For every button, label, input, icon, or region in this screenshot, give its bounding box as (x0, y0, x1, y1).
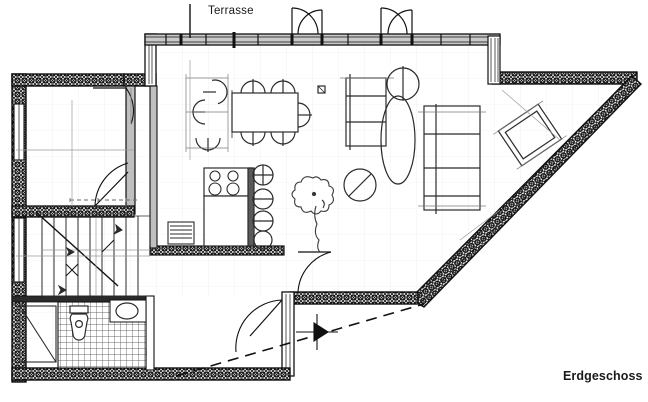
toilet (69, 305, 89, 341)
exterior-wall-northwest (11, 73, 157, 87)
angled-cabinet (493, 100, 567, 170)
round-side-table-top (386, 66, 420, 101)
roof-overhang-dashed (175, 303, 425, 377)
interior-wall-garage-south (11, 205, 135, 218)
dining-table (231, 90, 299, 138)
cooktop (208, 170, 240, 196)
floor-field (18, 36, 637, 380)
construction-guides (16, 60, 561, 296)
exterior-wall-north-terrace (144, 32, 501, 48)
kitchen-counter (203, 167, 255, 247)
exterior-wall-south-jog (281, 291, 295, 377)
sofa-right (418, 104, 486, 214)
potted-plant (291, 176, 335, 253)
section-marker (296, 314, 338, 350)
interior-wall-kitchen-south (149, 245, 285, 256)
dining-chairs (185, 74, 312, 152)
windows (13, 103, 25, 283)
terrasse-label: Terrasse (208, 5, 254, 17)
terrace-french-doors (291, 7, 413, 35)
bar-stools (252, 164, 274, 250)
dimension-tick-marks (65, 239, 115, 277)
washbasin (109, 299, 147, 323)
sofa-left (340, 74, 394, 150)
bathtub-shower (19, 305, 57, 363)
exterior-wall-diagonal (408, 75, 643, 308)
exterior-wall-south-east (289, 291, 419, 305)
interior-wall-hall-east (149, 85, 158, 249)
ceiling-fixture-symbol (317, 85, 326, 94)
exterior-wall-northeast (487, 35, 638, 85)
round-side-table-bottom (343, 168, 377, 202)
oval-coffee-table (380, 95, 416, 185)
kitchen-appliance (167, 221, 195, 245)
erdgeschoss-label: Erdgeschoss (563, 369, 643, 383)
